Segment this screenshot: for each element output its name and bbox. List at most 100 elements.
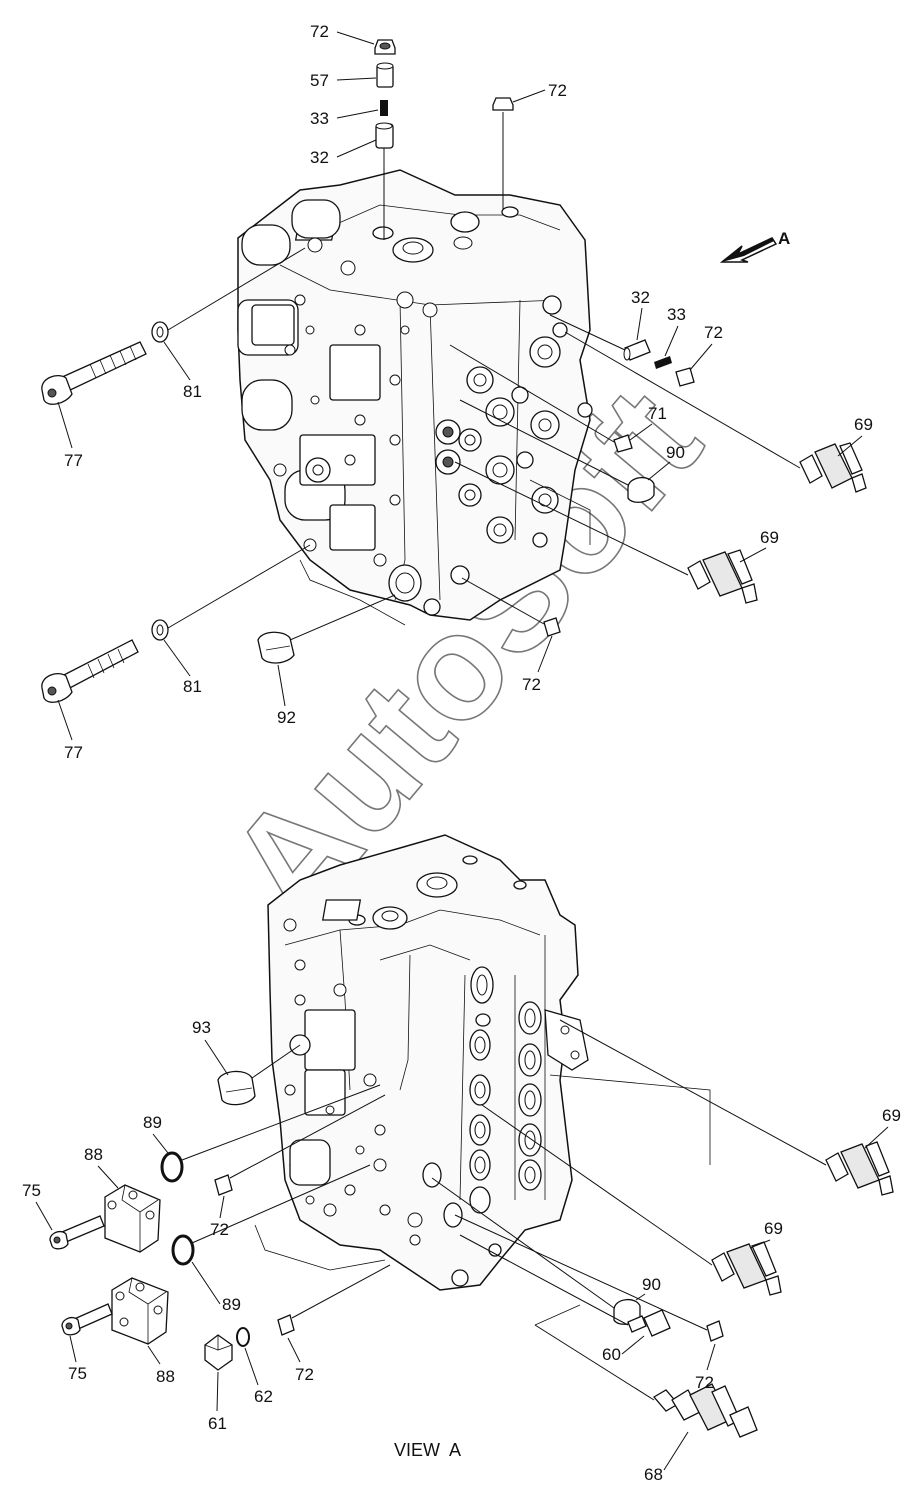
part-72-plug-left [214,1174,233,1196]
axis-92-line [289,594,396,641]
callout-32-top: 32 [310,148,329,167]
callout-62: 62 [254,1387,273,1406]
bottom-left-face-holes [283,918,423,1246]
axis-89b-line [191,1164,371,1244]
bottom-valve-body [254,834,711,1326]
part-88-flange-top [104,1184,161,1253]
callout-72-top: 72 [310,22,329,41]
bottom-callouts: 93 69 89 88 75 72 69 90 89 75 88 62 72 6… [22,1018,901,1484]
callout-77-top: 77 [64,451,83,470]
callout-view-a-arrow: A [778,229,790,248]
callout-93: 93 [192,1018,211,1037]
part-93-plug [217,1070,256,1106]
axis-81b-line [167,544,311,629]
part-33-spring-right [654,356,672,369]
part-77-bolt-bottom [41,639,139,703]
callout-81-bottom: 81 [183,677,202,696]
part-92-plug [257,631,295,664]
axis-72a-line [229,1094,386,1179]
axis-72d-line [461,577,545,625]
left-face-holes [273,237,438,567]
axis-69d-line [481,1104,713,1266]
part-72-plug-right [675,367,695,387]
part-69-relief-valve-b [687,549,758,604]
part-81-washer-top [151,321,169,343]
callout-89-bottom: 89 [222,1295,241,1314]
part-33-spring [380,100,388,116]
part-71-plug [613,434,633,453]
callout-72-bottom: 72 [522,675,541,694]
axis-81a-line [167,247,306,331]
part-69-relief-valve-c [825,1141,894,1196]
part-69-relief-valve-a [799,442,867,493]
part-68-relief-valve [652,1383,758,1438]
part-61-fitting [204,1334,233,1371]
callout-57: 57 [310,71,329,90]
axis-60-line [459,1234,629,1326]
part-60-fitting [627,1309,671,1337]
part-88-flange-bottom [111,1277,169,1345]
callout-88-top: 88 [84,1145,103,1164]
callout-33-top: 33 [310,109,329,128]
callout-81-top: 81 [183,382,202,401]
axis-93-line [251,1044,301,1079]
view-arrow-a [719,237,778,263]
axis-72c-line [454,1214,708,1331]
callout-69-top: 69 [854,415,873,434]
callout-72-right-top: 72 [548,81,567,100]
callout-61: 61 [208,1414,227,1433]
part-75-bolt-bottom [61,1303,113,1336]
part-32-piston-right [623,339,651,361]
part-72-plug-right-low [706,1320,724,1342]
part-72-plug-top [374,39,396,55]
callout-33-right: 33 [667,305,686,324]
part-69-relief-valve-d [711,1241,782,1296]
part-89-oring-top [160,1151,184,1183]
part-62-oring [236,1327,250,1347]
callout-72-right-low: 72 [695,1373,714,1392]
part-81-washer-bottom [151,619,169,641]
callout-69-middle: 69 [760,528,779,547]
right-face-spools [435,295,593,548]
part-32-piston [375,122,394,149]
top-callouts: 72 57 33 32 72 A 32 33 72 81 77 71 69 90… [57,22,873,762]
callout-90-bottom: 90 [642,1275,661,1294]
callout-90-top: 90 [666,443,685,462]
part-72-plug-right-top [492,97,514,210]
part-77-bolt-top [41,341,147,405]
part-57-sleeve [376,62,394,88]
callout-69-bottom-top: 69 [882,1106,901,1125]
top-valve-body [237,169,593,626]
view-a-caption: VIEW A [394,1440,461,1460]
part-90-cap-top [627,477,655,503]
bottom-right-face-spools [469,966,542,1214]
axis-90b-line [431,1177,615,1309]
part-72-plug-low [277,1314,295,1336]
axis-68-line [534,1324,655,1401]
callout-32-right: 32 [631,288,650,307]
part-75-bolt-top [49,1215,105,1250]
axis-71-line [449,344,615,443]
callout-77-bottom: 77 [64,743,83,762]
callout-72-right: 72 [704,323,723,342]
callout-89-top: 89 [143,1113,162,1132]
callout-88-bottom: 88 [156,1367,175,1386]
callout-60: 60 [602,1345,621,1364]
callout-72-low: 72 [295,1365,314,1384]
part-72-plug-bottom [543,617,561,637]
axis-32-line [549,314,626,351]
part-89-oring-bottom [171,1234,195,1266]
axis-69a-line [564,331,801,469]
callout-72-left: 72 [210,1220,229,1239]
axis-72b-line [291,1264,391,1319]
axis-89a-line [181,1084,381,1161]
callout-71: 71 [648,404,667,423]
callout-75-bottom: 75 [68,1364,87,1383]
callout-75-top: 75 [22,1181,41,1200]
axis-69b-line [454,461,689,576]
callout-68: 68 [644,1465,663,1484]
callout-92: 92 [277,708,296,727]
axis-90-line [459,399,629,486]
callout-69-bottom-middle: 69 [764,1219,783,1238]
